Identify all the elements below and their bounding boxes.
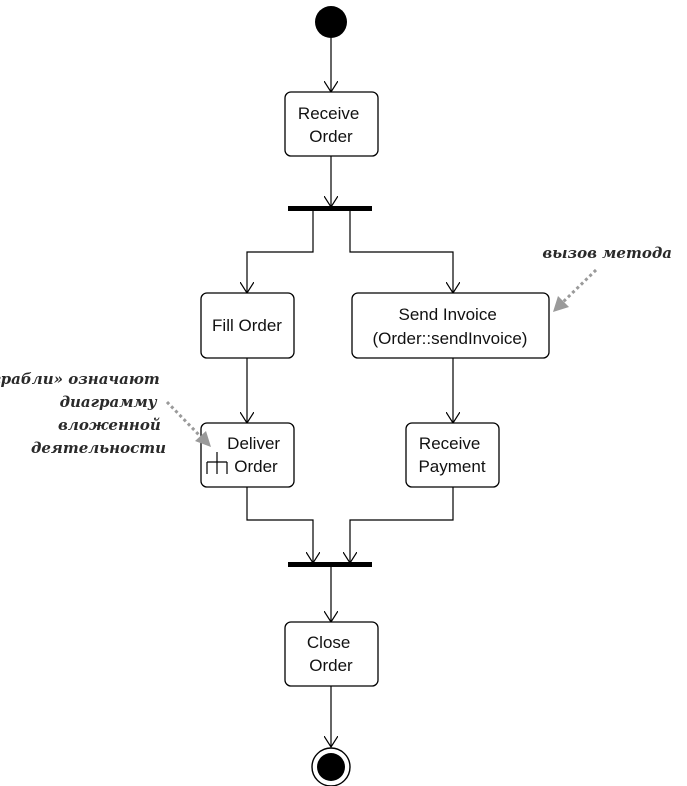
note-text: вложенной [58, 416, 161, 434]
svg-text:Receive Payment: Receive Payment [418, 434, 485, 476]
activity-label: Order [309, 127, 353, 146]
activity-receive-order: Receive Order [284, 91, 379, 157]
edge-fork-to-fill-order [247, 211, 314, 293]
svg-text:Deliver Order: Deliver Order [227, 434, 285, 476]
activity-deliver-order: Deliver Order [200, 422, 295, 488]
activity-label: (Order::sendInvoice) [373, 329, 528, 348]
join-bar [288, 562, 372, 567]
activity-label: Order [309, 656, 353, 675]
edge-payment-to-join [350, 487, 454, 563]
activity-label: Close [307, 633, 350, 652]
rake-icon [206, 452, 228, 474]
activity-label: Order [234, 457, 278, 476]
initial-node [315, 6, 347, 38]
activity-label: Receive [298, 104, 359, 123]
activity-receive-payment: Receive Payment [405, 422, 500, 488]
note-arrowhead [553, 296, 569, 312]
note-text: деятельности [31, 439, 166, 457]
svg-text:«грабли» означают диагра: «грабли» означают диаграмму вложенной де… [0, 370, 166, 457]
note-arrowhead [195, 431, 211, 447]
note-pointer [561, 268, 598, 304]
svg-text:Close Order: Close Order [307, 633, 355, 675]
note-text: вызов метода [542, 244, 672, 262]
final-node [311, 747, 351, 786]
note-rake: «грабли» означают диаграмму вложенной де… [0, 370, 211, 457]
activity-label: Receive [419, 434, 480, 453]
activity-fill-order: Fill Order [200, 292, 295, 359]
svg-text:Fill Order: Fill Order [212, 316, 282, 335]
svg-text:Receive Order: Receive Order [298, 104, 364, 146]
note-method-call: вызов метода [542, 244, 672, 312]
svg-text:Send Invoice (Order::sen: Send Invoice (Order::sendInvoice) [373, 305, 528, 348]
activity-send-invoice: Send Invoice (Order::sendInvoice) [351, 292, 550, 359]
activity-close-order: Close Order [284, 621, 379, 687]
note-pointer [165, 400, 203, 439]
note-text: диаграмму [60, 393, 158, 411]
svg-text:вызов метода: вызов метода [542, 244, 672, 262]
activity-label: Fill Order [212, 316, 282, 335]
edge-deliver-to-join [246, 487, 313, 563]
note-text: «грабли» означают [0, 370, 160, 388]
activity-label: Deliver [227, 434, 280, 453]
activity-label: Payment [418, 457, 485, 476]
fork-bar [288, 206, 372, 211]
edge-fork-to-send-invoice [349, 211, 453, 293]
activity-label: Send Invoice [398, 305, 496, 324]
